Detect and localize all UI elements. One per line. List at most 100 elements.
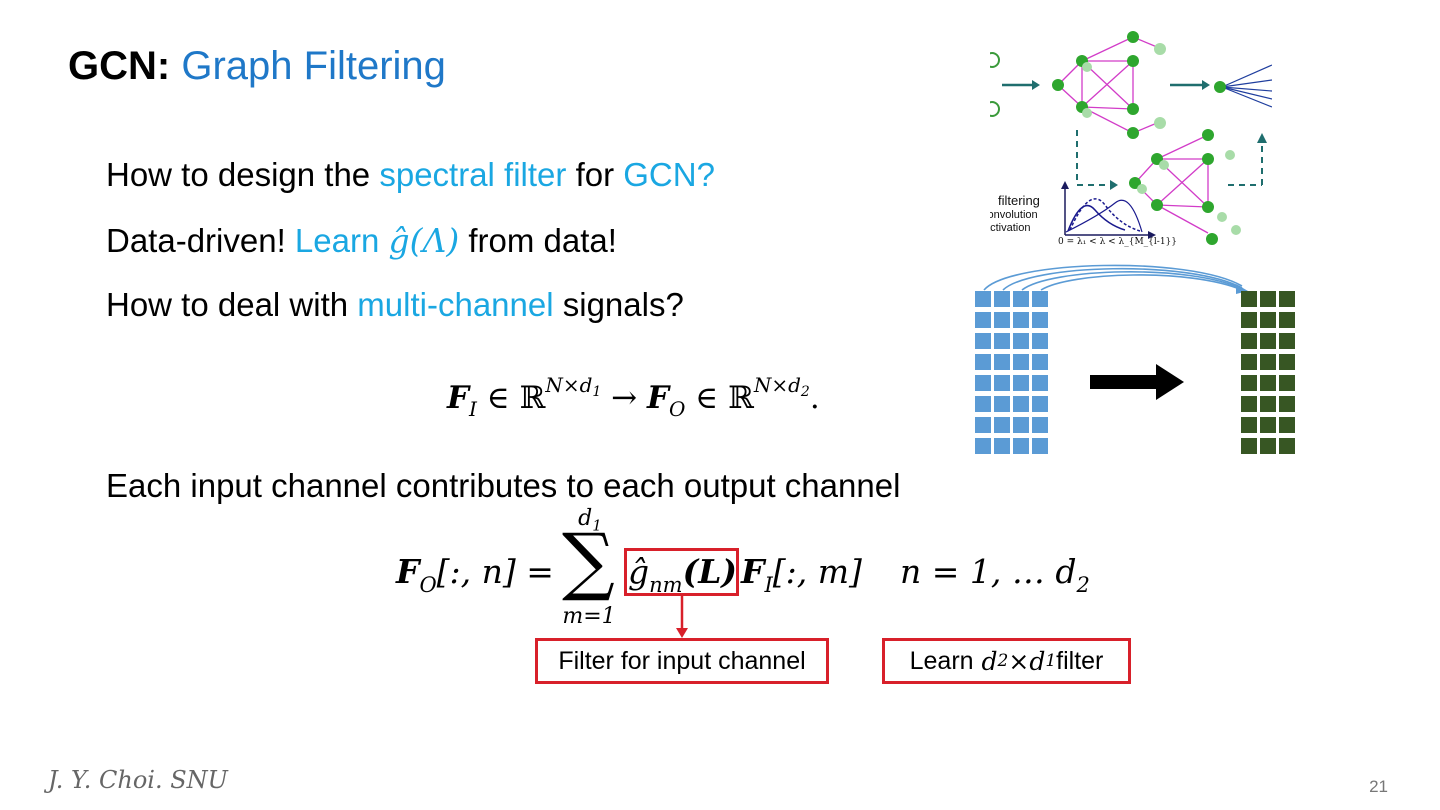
output-channel-cell [1241, 438, 1257, 454]
output-channel-cell [1260, 396, 1276, 412]
slide-title: GCN: Graph Filtering [68, 44, 446, 89]
output-channel-cell [1260, 438, 1276, 454]
output-channel-cell [1279, 438, 1295, 454]
figure-label-filtering: filtering [998, 193, 1040, 208]
callout-right-d1: d [1029, 646, 1046, 676]
question-multichannel: How to deal with multi-channel signals? [106, 286, 684, 324]
eq2-g: ĝ [628, 552, 650, 591]
input-channel-cell [975, 438, 991, 454]
figure-label-convolution: convolution [990, 209, 1038, 221]
output-channel-cell [1279, 375, 1295, 391]
eq1-F-input: F [447, 380, 470, 416]
input-channel-cell [975, 396, 991, 412]
line1-highlight-gcn: GCN? [623, 156, 715, 193]
eq1-arrow: → [601, 380, 648, 416]
input-channel-cell [994, 396, 1010, 412]
output-channel-cell [1260, 354, 1276, 370]
output-channel-cell [1279, 417, 1295, 433]
gcn-architecture-figure: filtering convolution activation 0 = λ₁ … [990, 25, 1272, 250]
line3-pre: How to deal with [106, 286, 358, 323]
eq1-sup2: N×d [753, 373, 801, 397]
eq1-sup1: N×d [545, 373, 593, 397]
callout-right-times: × [1008, 646, 1030, 676]
input-channel-cell [1013, 438, 1029, 454]
input-channel-cell [994, 375, 1010, 391]
eq2-sum-lower: m=1 [562, 604, 616, 629]
eq1-sup1-sub: 1 [592, 384, 602, 400]
eq2-range-text: n = 1, … d [900, 552, 1077, 591]
input-channel-cell [994, 312, 1010, 328]
output-channels-grid [1241, 291, 1298, 459]
filter-highlight-box [624, 548, 739, 596]
line1-mid: for [566, 156, 624, 193]
output-channel-cell [1241, 417, 1257, 433]
eq2-F: F [741, 552, 765, 591]
eq2-input-term: FI[:, m] [741, 552, 862, 596]
output-channel-cell [1279, 333, 1295, 349]
statement-channel-contribution: Each input channel contributes to each o… [106, 467, 901, 504]
eq2-F-sub: I [764, 573, 773, 597]
input-channel-cell [994, 417, 1010, 433]
callout-right-pre: Learn [909, 646, 974, 675]
output-channel-cell [1260, 333, 1276, 349]
channel-mapping-equation: FI ∈ ℝN×d1 → FO ∈ ℝN×d2. [447, 375, 820, 419]
eq2-lhs: FO[:, n] = [396, 552, 554, 596]
callout-right-post: filter [1056, 646, 1104, 675]
eq2-F-index: [:, m] [772, 552, 862, 591]
eq2-g-sub: nm [649, 573, 683, 597]
input-channel-cell [975, 312, 991, 328]
input-channel-cell [994, 438, 1010, 454]
callout-filter-input-channel: Filter for input channel [535, 638, 829, 684]
eq1-sub-I: I [469, 397, 477, 421]
input-channel-cell [1032, 375, 1048, 391]
input-channel-cell [994, 291, 1010, 307]
input-channel-cell [1032, 396, 1048, 412]
input-channel-cell [1013, 396, 1029, 412]
line3-highlight-multichannel: multi-channel [357, 286, 554, 323]
output-channel-cell [1241, 312, 1257, 328]
eq1-in: ∈ ℝ [476, 380, 546, 416]
eq2-range-sub: 2 [1076, 573, 1090, 597]
eq2-sum-upper: d1 [560, 506, 620, 534]
eq2-sum-top: d [578, 506, 593, 531]
figure-label-activation: activation [990, 222, 1031, 234]
input-channels-grid [975, 291, 1051, 459]
answer-data-driven: Data-driven! Learn ĝ(Λ) from data! [106, 221, 617, 260]
input-channel-cell [1013, 312, 1029, 328]
output-channel-cell [1241, 333, 1257, 349]
eq2-range: n = 1, … d2 [900, 552, 1090, 596]
eq2-sum-top-sub: 1 [592, 516, 602, 535]
line3-post: signals? [553, 286, 684, 323]
eq2-filter-term: ĝnm(L) [628, 552, 737, 596]
output-channel-cell [1279, 354, 1295, 370]
input-channel-cell [1013, 333, 1029, 349]
output-channel-cell [1279, 396, 1295, 412]
output-channel-cell [1260, 375, 1276, 391]
input-channel-cell [1032, 291, 1048, 307]
input-channel-cell [1013, 417, 1029, 433]
mapping-arrow-icon [1090, 364, 1184, 400]
output-channel-cell [1241, 354, 1257, 370]
output-channel-cell [1279, 291, 1295, 307]
line2-highlight-learn: Learn [294, 222, 389, 259]
eq2-lhs-F: F [396, 552, 420, 591]
callout-arrow [676, 596, 688, 638]
input-channel-cell [975, 333, 991, 349]
input-channel-cell [1032, 333, 1048, 349]
input-channel-cell [975, 291, 991, 307]
output-channel-cell [1241, 291, 1257, 307]
output-channel-cell [1260, 417, 1276, 433]
input-channel-cell [1013, 375, 1029, 391]
input-channel-cell [1013, 291, 1029, 307]
gcn-graph-illustration [990, 31, 1272, 245]
eq1-in2: ∈ ℝ [685, 380, 754, 416]
output-channel-cell [1279, 312, 1295, 328]
title-prefix: GCN: [68, 44, 171, 88]
page-number: 21 [1369, 777, 1388, 796]
output-channel-cell [1260, 291, 1276, 307]
input-channel-cell [975, 417, 991, 433]
output-channel-cell [1241, 396, 1257, 412]
eq1-end: . [809, 380, 820, 416]
eq1-sup2-sub: 2 [800, 384, 810, 400]
